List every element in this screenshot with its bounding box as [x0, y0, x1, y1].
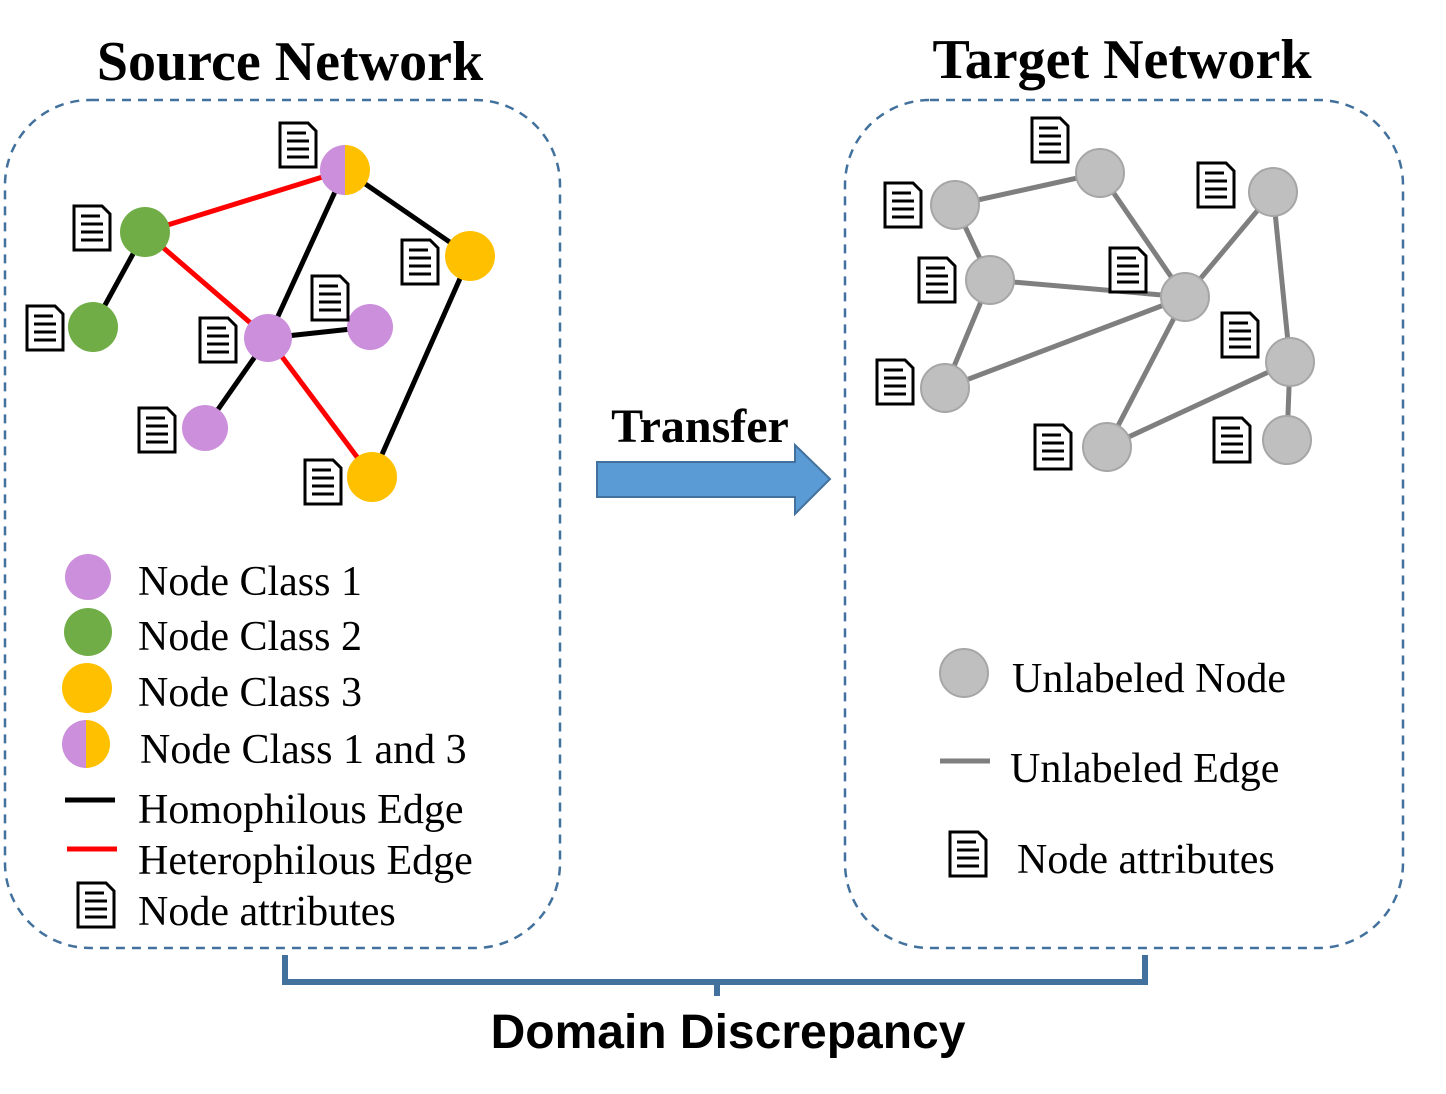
- document-icon: [883, 181, 923, 229]
- node-class-1: [244, 314, 292, 362]
- legend-node-attributes: Node attributes: [1017, 837, 1275, 883]
- target-legend: Unlabeled Node Unlabeled Edge Node attri…: [939, 648, 1286, 883]
- document-icon: [278, 121, 318, 169]
- homophilous-edge: [369, 254, 473, 479]
- legend-class-1: Node Class 1: [138, 559, 362, 605]
- heterophilous-edge: [143, 230, 270, 340]
- transfer-label: Transfer: [611, 400, 789, 453]
- source-legend: Node Class 1 Node Class 2 Node Class 3 N…: [62, 554, 473, 935]
- document-icon: [72, 204, 112, 252]
- node-class-3: [445, 231, 495, 281]
- target-network-box: [843, 98, 1405, 950]
- legend-unlabeled-node: Unlabeled Node: [1012, 656, 1286, 702]
- heterophilous-edge: [144, 167, 346, 235]
- unlabeled-node: [965, 255, 1015, 305]
- legend-class-1-and-3: Node Class 1 and 3: [140, 727, 467, 773]
- legend-homophilous-edge: Homophilous Edge: [138, 787, 463, 833]
- source-network-box: [3, 98, 562, 950]
- class-3-swatch: [62, 663, 112, 713]
- document-icon: [1196, 161, 1236, 209]
- legend-unlabeled-edge: Unlabeled Edge: [1010, 746, 1279, 792]
- legend-heterophilous-edge: Heterophilous Edge: [138, 838, 473, 884]
- document-icon: [137, 406, 177, 454]
- unlabeled-node-swatch: [939, 648, 989, 698]
- domain-discrepancy-label: Domain Discrepancy: [491, 1006, 966, 1059]
- target-nodes: [920, 148, 1315, 472]
- unlabeled-edge: [989, 277, 1186, 300]
- document-icon: [917, 256, 957, 304]
- document-icon: [875, 358, 915, 406]
- unlabeled-node: [920, 363, 970, 413]
- unlabeled-edge: [1105, 359, 1292, 450]
- unlabeled-node: [1082, 422, 1132, 472]
- unlabeled-node: [1075, 148, 1125, 198]
- source-nodes: [68, 145, 495, 502]
- document-icon: [1108, 246, 1148, 294]
- domain-discrepancy-bracket: [282, 955, 1148, 996]
- legend-class-2: Node Class 2: [138, 614, 362, 660]
- target-network-title: Target Network: [933, 29, 1313, 91]
- document-icon: [1033, 423, 1073, 471]
- class-1-and-3-swatch: [62, 720, 86, 768]
- unlabeled-edge: [1097, 171, 1188, 299]
- node-class-2: [120, 207, 170, 257]
- node-class-1: [182, 405, 228, 451]
- document-icon: [1220, 311, 1260, 359]
- document-icon: [310, 274, 350, 322]
- node-class-2: [68, 302, 118, 352]
- document-icon: [1030, 116, 1070, 164]
- unlabeled-node: [1248, 167, 1298, 217]
- unlabeled-node: [1265, 337, 1315, 387]
- document-icon: [948, 830, 988, 878]
- node-class-1: [347, 304, 393, 350]
- node-class-1-and-3: [320, 145, 345, 195]
- heterophilous-edge: [265, 336, 375, 479]
- source-network-title: Source Network: [97, 31, 484, 93]
- legend-class-3: Node Class 3: [138, 670, 362, 716]
- document-icon: [303, 458, 343, 506]
- unlabeled-node: [1262, 415, 1312, 465]
- document-icon: [400, 238, 440, 286]
- homophilous-edge: [343, 167, 472, 259]
- unlabeled-edge: [1270, 191, 1293, 363]
- node-class-3: [347, 452, 397, 502]
- document-icon: [25, 304, 65, 352]
- transfer-arrow-icon: [596, 442, 832, 517]
- homophilous-edge: [265, 168, 348, 340]
- document-icon: [1212, 416, 1252, 464]
- document-icon: [198, 316, 238, 364]
- target-edges: [942, 170, 1293, 450]
- class-1-swatch: [65, 554, 111, 600]
- unlabeled-edge: [1104, 295, 1188, 449]
- unlabeled-node: [1160, 272, 1210, 322]
- legend-node-attributes: Node attributes: [138, 889, 396, 935]
- class-2-swatch: [64, 608, 112, 656]
- unlabeled-node: [930, 180, 980, 230]
- document-icon: [76, 881, 116, 929]
- unlabeled-edge: [944, 294, 1186, 391]
